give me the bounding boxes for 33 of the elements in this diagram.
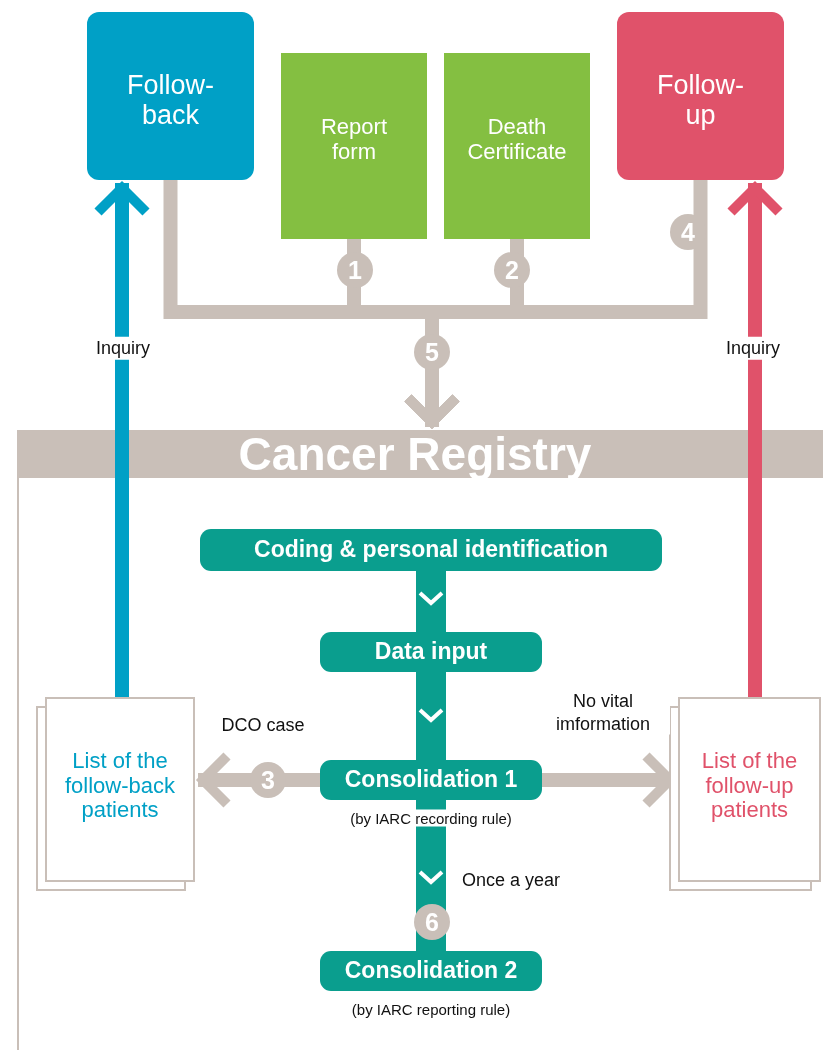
- process-label: Data input: [374, 639, 488, 665]
- process-box: [320, 760, 542, 800]
- flow-band-arrow: [416, 672, 446, 760]
- registry-panel: [17, 430, 823, 1050]
- edge-label: Inquiry: [724, 336, 782, 360]
- process-box: [320, 951, 542, 991]
- arrow: [726, 183, 784, 697]
- box-title: Follow-back: [126, 70, 215, 131]
- process-label: Consolidation 1: [344, 767, 518, 793]
- list-title: List of the follow-back patients: [63, 749, 176, 823]
- box-title: Death Certificate: [466, 115, 568, 165]
- process-box: [320, 632, 542, 672]
- process-box: [200, 529, 662, 571]
- step-number: 3: [250, 762, 286, 798]
- follow-up-box: [617, 12, 784, 180]
- box-title: Follow-up: [656, 70, 745, 131]
- process-label: Coding & personal identification: [254, 537, 608, 563]
- box-title: Report form: [319, 115, 388, 165]
- registry-title: Cancer Registry: [238, 430, 592, 478]
- process-label: Consolidation 2: [344, 958, 518, 984]
- step-number: 2: [494, 252, 530, 288]
- list-title: List of the follow-up patients: [700, 749, 799, 823]
- flow-band-arrow: [416, 800, 446, 951]
- arrow: [93, 183, 151, 697]
- edge-label: Inquiry: [94, 336, 152, 360]
- rule-note: (by IARC recording rule): [348, 809, 514, 827]
- follow-back-box: [87, 12, 254, 180]
- step-number: 1: [337, 252, 373, 288]
- flow-band-arrow: [416, 571, 446, 632]
- step-number: 6: [414, 904, 450, 940]
- document-box: [444, 53, 590, 239]
- document-box: [281, 53, 427, 239]
- step-number: 5: [414, 334, 450, 370]
